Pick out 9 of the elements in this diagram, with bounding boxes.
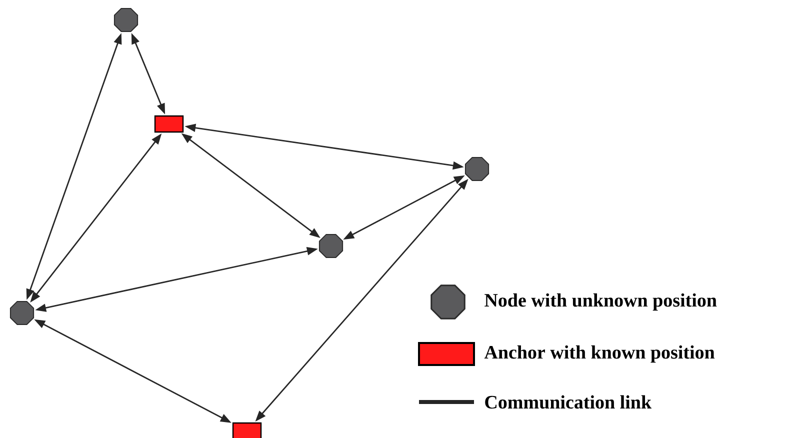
anchor-rectangle [232,422,262,438]
node-octagon [464,156,490,182]
node-octagon [10,300,34,326]
node-octagon [318,234,344,258]
legend-label: Node with unknown position [484,293,717,311]
legend-label: Communication link [485,395,652,409]
anchor-rectangle [154,115,184,133]
legend-label: Anchor with known position [484,345,715,363]
node-octagon [114,8,138,32]
